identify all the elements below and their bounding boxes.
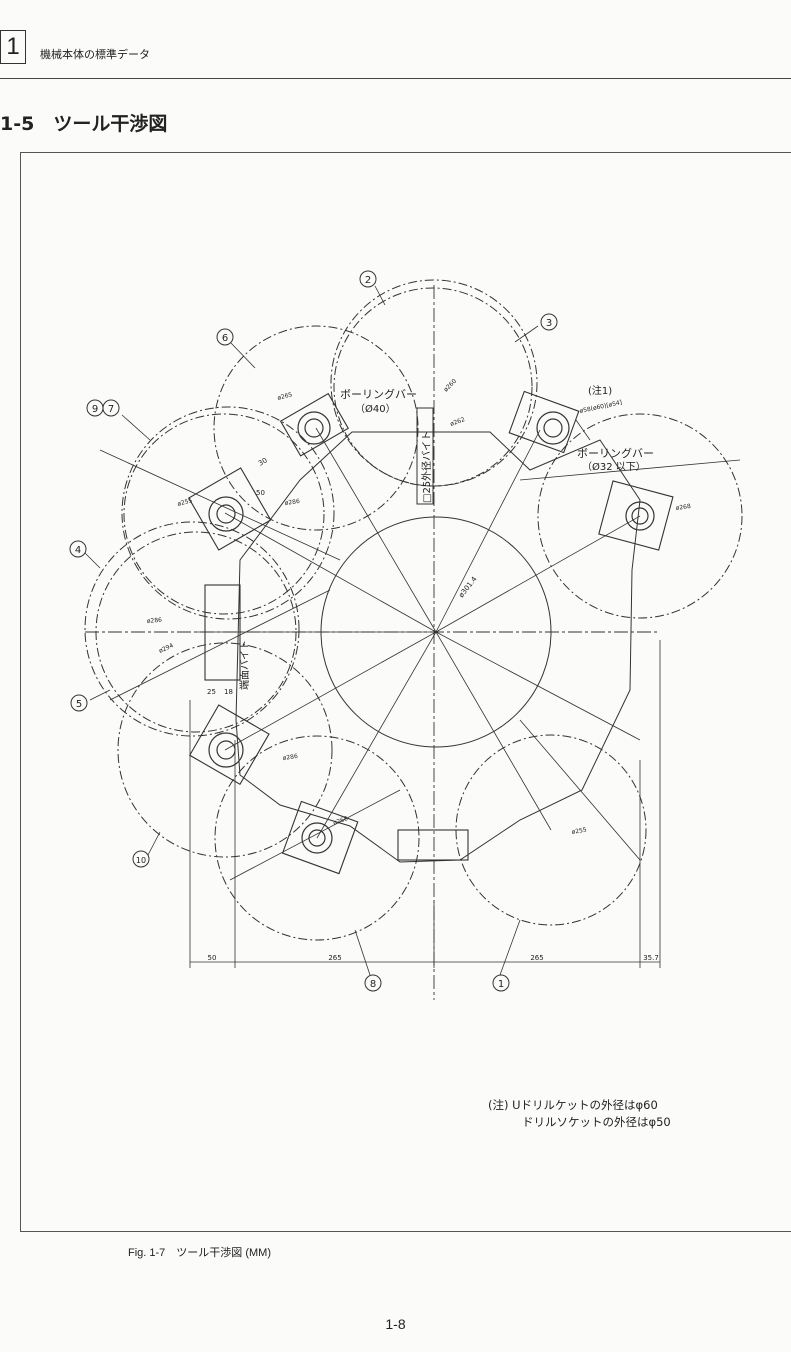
station-label: 10: [136, 856, 146, 865]
header-rule: [0, 78, 791, 79]
dia-label: ø255: [571, 826, 587, 836]
station-label: 5: [76, 699, 82, 710]
center-dia-label: ø301.4: [457, 575, 479, 600]
bottom-dim: 35.7: [643, 954, 659, 962]
dia-label: ø262: [449, 416, 466, 428]
dim-50: 50: [256, 489, 265, 497]
figure-caption: Fig. 1-7 ツール干渉図 (MM): [128, 1247, 271, 1259]
bottom-dims: 50 265 265 35.7: [208, 954, 659, 962]
dim-18: 18: [224, 688, 233, 696]
dim-30: 30: [257, 456, 269, 467]
dia-label: ø294: [158, 642, 175, 655]
od-tool-bar: [416, 407, 434, 505]
chapter-number-box: 1: [0, 30, 26, 64]
station-label: 6: [222, 333, 228, 344]
boring-bar-40-size: （Ø40）: [355, 403, 396, 415]
dia-label: ø268: [675, 503, 691, 512]
bottom-dim: 265: [530, 954, 543, 962]
page-number: 1-8: [385, 1316, 406, 1332]
station-label: 3: [546, 318, 552, 329]
note-prefix: (注): [488, 1098, 509, 1112]
note-line-2: ドリルソケットの外径はφ50: [522, 1115, 671, 1129]
boring-bar-32-size: （Ø32 以下）: [582, 461, 646, 473]
station-label: 9: [92, 404, 98, 415]
station-label: 1: [498, 979, 504, 990]
tool-circle-6: [213, 325, 419, 531]
station-label: 2: [365, 275, 371, 286]
dia-label: ø255: [177, 497, 194, 508]
dia-label: ø268: [332, 815, 349, 827]
station-label: 7: [108, 404, 114, 415]
tool-circle-8: [214, 735, 420, 941]
turret-outline: [235, 431, 641, 863]
dia-label: ø265: [277, 391, 294, 402]
tool-circle-10: [117, 642, 333, 858]
tool-circle-3: [537, 413, 743, 619]
tool-circles: [84, 279, 743, 941]
tool-circle-9-7: [121, 406, 335, 620]
tool-circle-4: [84, 521, 300, 737]
dia-label: ø286: [284, 498, 300, 507]
dia-label: ø286: [147, 617, 163, 625]
boring-bar-32-label: ボーリングバー: [577, 446, 654, 460]
chapter-title: 機械本体の標準データ: [40, 48, 150, 61]
note-line-1: Uドリルケットの外径はφ60: [512, 1098, 658, 1112]
dia-label: ø286: [282, 753, 298, 762]
dia-label: ø260: [442, 378, 458, 394]
station-numbers: 2 3 6 9 7 4 5 10 8 1: [75, 275, 552, 990]
small-dims: 30 50 25 18: [207, 456, 269, 696]
boring-bar-40-label: ボーリングバー: [340, 387, 417, 401]
face-tool-label: 端面バイト: [238, 640, 251, 690]
od-tool-label: □25外径バイト: [420, 431, 433, 503]
station-label: 8: [370, 979, 376, 990]
bottom-dim: 265: [328, 954, 341, 962]
section-title: 1-5 ツール干渉図: [0, 113, 168, 135]
figure-frame: [20, 152, 791, 1232]
note-ref-dims: ø58(ø60)[ø54]: [579, 399, 623, 415]
station-label: 4: [75, 545, 81, 556]
drawing-note: (注) Uドリルケットの外径はφ60 ドリルソケットの外径はφ50: [488, 1097, 671, 1131]
note-ref: (注1): [588, 384, 612, 397]
dim-25: 25: [207, 688, 216, 696]
bottom-dim: 50: [208, 954, 217, 962]
